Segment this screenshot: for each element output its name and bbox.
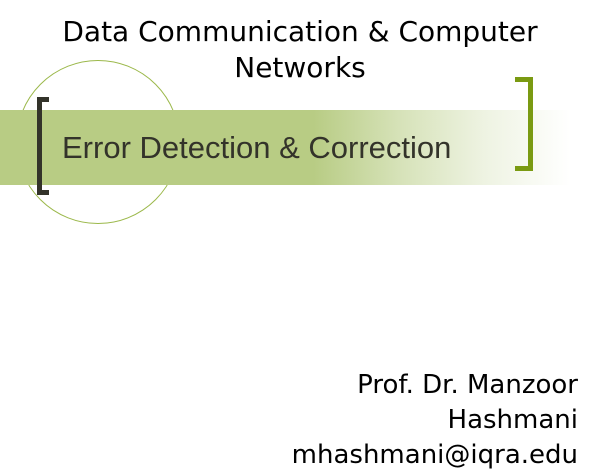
author-name: Prof. Dr. Manzoor (357, 370, 578, 400)
title-line-2: Networks (234, 51, 366, 84)
author-email: mhashmani@iqra.edu (291, 440, 578, 470)
title-band (0, 110, 570, 185)
author-surname: Hashmani (447, 405, 578, 435)
slide-subtitle: Error Detection & Correction (62, 130, 452, 165)
title-line-1: Data Communication & Computer (62, 15, 538, 48)
right-bracket (515, 77, 533, 171)
author-block: Prof. Dr. Manzoor Hashmani mhashmani@iqr… (292, 368, 578, 473)
left-bracket (37, 97, 49, 195)
slide-title: Data Communication & Computer Networks (0, 14, 600, 86)
